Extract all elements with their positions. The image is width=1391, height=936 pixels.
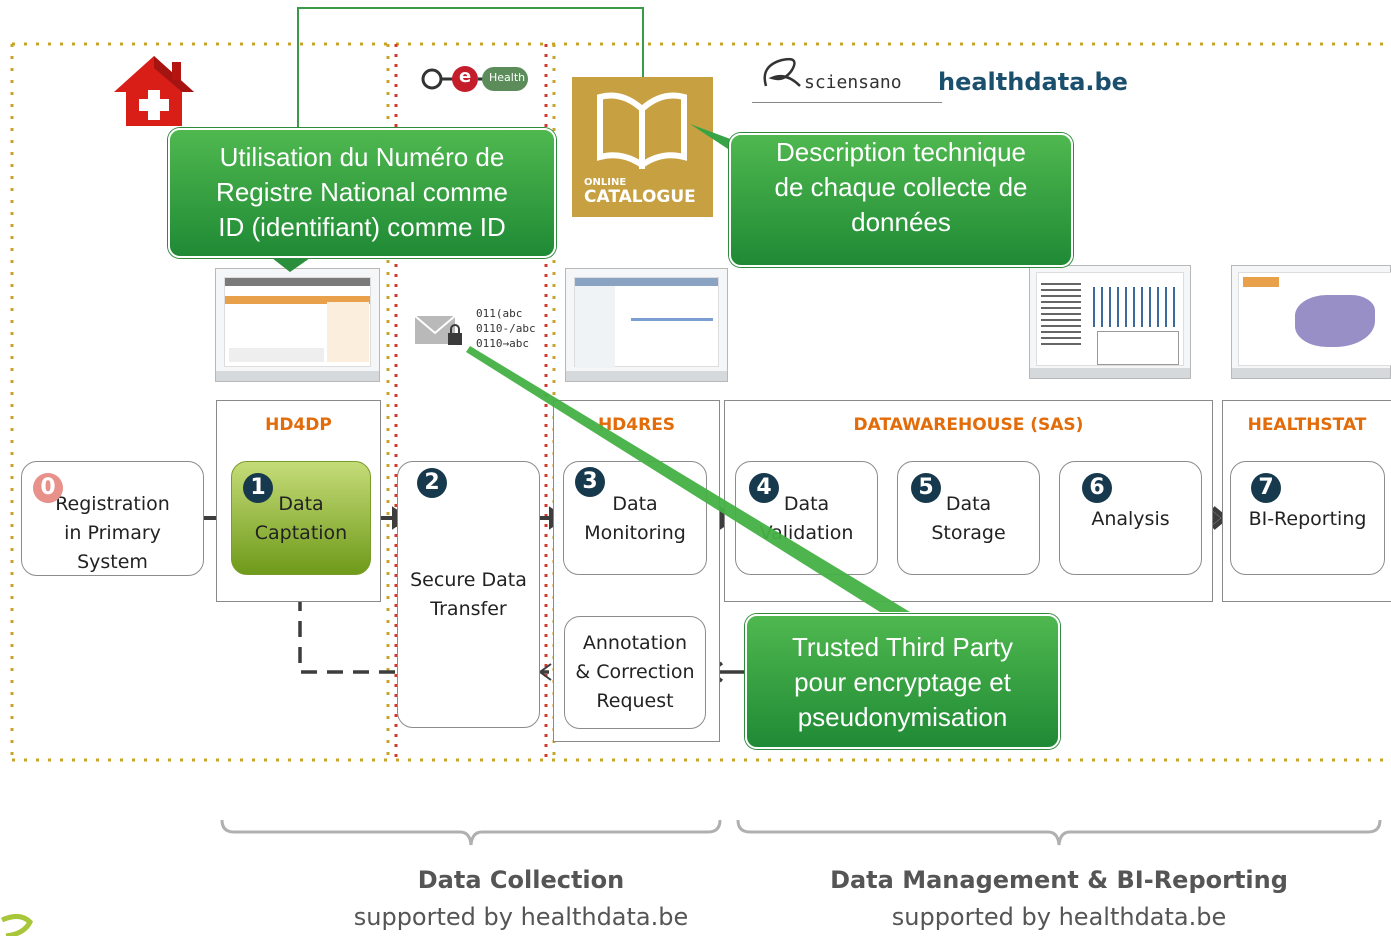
brace-data-collection (220, 819, 722, 846)
step-registration: 0 Registration in Primary System (21, 461, 204, 576)
ehealth-label: Health (489, 71, 526, 84)
encryption-code: 011(abc 0110-/abc 0110→abc (476, 306, 536, 351)
data-management-subtitle: supported by healthdata.be (891, 903, 1227, 931)
catalogue-small-label: ONLINE (584, 177, 627, 188)
encryption-line: 0110→abc (476, 337, 529, 350)
step-label-line: Analysis (1091, 508, 1170, 530)
rrn-callout-pointer (272, 258, 310, 272)
ehealth-e-letter: e (459, 66, 472, 87)
step-label-line: Storage (931, 522, 1006, 544)
brace-data-management (736, 819, 1382, 846)
catalogue-callout: Description technique de chaque collecte… (729, 133, 1073, 267)
encryption-line: 0110-/abc (476, 322, 536, 335)
sciensano-swirl-icon (763, 57, 801, 87)
step-number-badge: 4 (749, 473, 779, 503)
sciensano-wordmark: sciensano (804, 72, 902, 93)
ttp-callout: Trusted Third Party pour encryptage et p… (745, 614, 1060, 749)
healthstat-title: HEALTHSTAT (1247, 415, 1367, 435)
hd4res-screenshot (565, 268, 728, 382)
datawarehouse-screenshot (1029, 265, 1191, 379)
hospital-house-icon (114, 56, 194, 126)
step-number-badge: 0 (33, 473, 63, 503)
healthstat-screenshot (1231, 265, 1391, 379)
annotation-label-line: & Correction (575, 661, 695, 683)
rrn-connector-line (297, 7, 644, 130)
logo-underline (752, 102, 942, 103)
step-analysis: 6 Analysis (1059, 461, 1202, 575)
step-label-line: Data (945, 493, 992, 515)
rrn-callout-line: ID (identifiant) comme ID (218, 212, 506, 242)
partial-logo-icon (0, 914, 34, 936)
step-number-badge: 6 (1082, 473, 1112, 503)
ehealth-logo-shape (421, 66, 528, 92)
annotation-label-line: Annotation (582, 632, 688, 654)
step-label-line: System (77, 551, 148, 573)
hd4dp-screenshot (215, 268, 380, 382)
step-number-badge: 7 (1251, 473, 1281, 503)
step-bi-reporting: 7 BI-Reporting (1230, 461, 1385, 575)
step-label-line: Registration (55, 493, 170, 515)
ttp-callout-pointer (466, 346, 910, 612)
ehealth-logo: e Health (418, 64, 530, 94)
step-label-line: Data (783, 493, 830, 515)
healthdata-wordmark: healthdata.be (938, 68, 1128, 96)
ttp-callout-line: pour encryptage et (794, 667, 1011, 697)
step-label-line: Data (278, 493, 324, 515)
rrn-callout: Utilisation du Numéro de Registre Nation… (168, 128, 556, 258)
ttp-callout-line: Trusted Third Party (791, 632, 1014, 662)
hd4res-title: HD4RES (597, 415, 676, 435)
rrn-callout-line: Utilisation du Numéro de (219, 142, 505, 172)
step-number-badge: 3 (575, 467, 605, 497)
step-number-badge: 1 (243, 473, 273, 503)
step-data-validation: 4 Data Validation (735, 461, 878, 575)
datawarehouse-title: DATAWAREHOUSE (SAS) (853, 415, 1084, 435)
catalogue-callout-line: de chaque collecte de (774, 172, 1028, 202)
data-management-title: Data Management & BI-Reporting (830, 866, 1288, 894)
rrn-callout-line: Registre National comme (216, 177, 508, 207)
feedback-to-captation (298, 590, 395, 674)
data-collection-title: Data Collection (417, 866, 625, 894)
step-data-storage: 5 Data Storage (897, 461, 1040, 575)
step-number-badge: 2 (417, 468, 447, 498)
step-label-line: Captation (254, 522, 348, 544)
annotation-label-line: Request (596, 690, 674, 712)
hd4dp-title: HD4DP (265, 415, 332, 435)
catalogue-callout-line: données (851, 207, 951, 237)
catalogue-big-label: CATALOGUE (584, 187, 696, 207)
step-label-line: Data (612, 493, 658, 515)
step-label-line: in Primary (64, 522, 161, 544)
step-label-line: Secure Data (410, 569, 527, 591)
step-annotation-request: Annotation & Correction Request (564, 616, 706, 729)
encryption-line: 011(abc (476, 307, 523, 320)
step-data-monitoring: 3 Data Monitoring (563, 461, 707, 575)
step-data-captation: 1 Data Captation (231, 461, 371, 575)
step-secure-transfer: 2 Secure Data Transfer (397, 461, 540, 728)
sciensano-healthdata-logo: sciensano healthdata.be (752, 56, 1132, 104)
envelope-lock-icon (414, 315, 462, 345)
step-label-line: Transfer (430, 598, 507, 620)
step-number-badge: 5 (911, 473, 941, 503)
online-catalogue-logo: ONLINE CATALOGUE (572, 77, 713, 217)
open-book-icon (597, 92, 687, 169)
data-collection-subtitle: supported by healthdata.be (353, 903, 689, 931)
ttp-callout-line: pseudonymisation (797, 702, 1008, 732)
step-label-line: BI-Reporting (1248, 508, 1367, 530)
catalogue-callout-line: Description technique (775, 137, 1027, 167)
step-label-line: Monitoring (584, 522, 686, 544)
